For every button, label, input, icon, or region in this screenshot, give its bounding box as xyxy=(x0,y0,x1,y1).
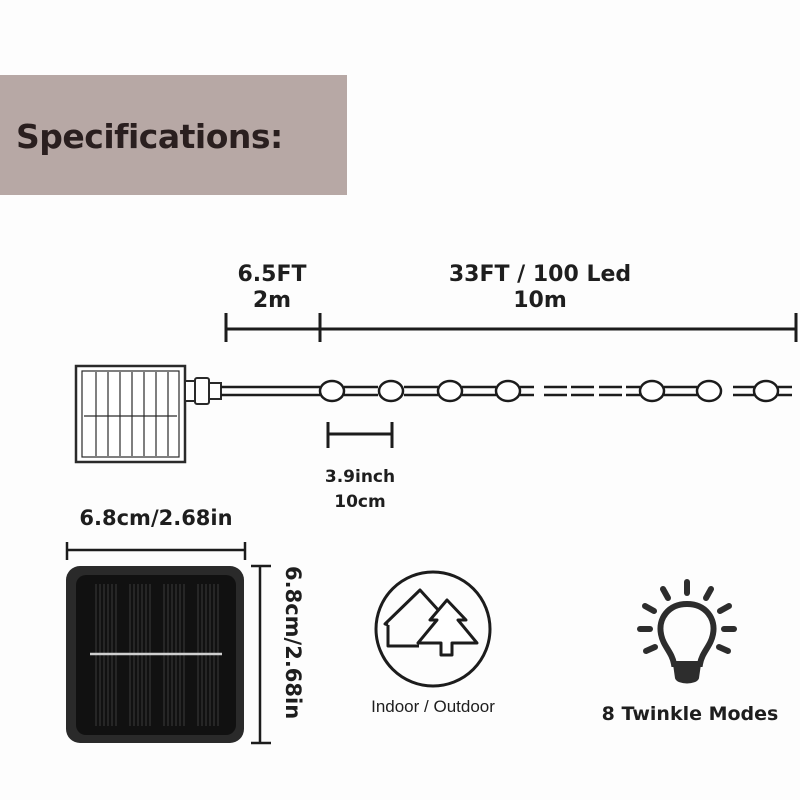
led-bulb-icon xyxy=(695,379,723,403)
led-spacing-cm: 10cm xyxy=(334,492,386,512)
led-string-wire xyxy=(221,385,792,397)
led-bulb-icon xyxy=(436,379,464,403)
led-spacing-label: 3.9inch 10cm xyxy=(305,465,415,515)
lead-wire-length-label: 6.5FT 2m xyxy=(222,262,322,314)
led-bulb-icon xyxy=(377,379,405,403)
led-bulb-icon xyxy=(494,379,522,403)
led-bulb-icon xyxy=(752,379,780,403)
string-length-m: 10m xyxy=(513,288,567,313)
twinkle-modes-caption: 8 Twinkle Modes xyxy=(601,703,779,725)
panel-width-dimension-line xyxy=(65,542,247,560)
string-length-ft: 33FT / 100 Led xyxy=(448,262,632,287)
solar-panel-photo xyxy=(66,566,244,743)
length-dimension-line xyxy=(224,313,798,342)
panel-height-dimension-line xyxy=(251,564,271,745)
specifications-banner xyxy=(0,75,347,195)
string-length-label: 33FT / 100 Led 10m xyxy=(380,262,700,314)
lead-wire-length-m: 2m xyxy=(252,288,292,313)
page-title: Specifications: xyxy=(16,117,283,156)
led-spacing-dimension-line xyxy=(326,422,394,448)
led-bulb-icon xyxy=(638,379,666,403)
panel-width-label: 6.8cm/2.68in xyxy=(79,506,233,530)
indoor-outdoor-icon xyxy=(374,570,492,688)
led-bulbs xyxy=(318,379,780,403)
solar-panel-outline-icon xyxy=(74,364,187,464)
lead-wire-length-ft: 6.5FT xyxy=(237,262,307,287)
indoor-outdoor-caption: Indoor / Outdoor xyxy=(371,697,495,716)
light-bulb-icon xyxy=(637,579,737,684)
led-bulb-icon xyxy=(318,379,346,403)
cable-connector-icon xyxy=(184,377,222,405)
panel-height-label: 6.8cm/2.68in xyxy=(281,566,305,720)
led-spacing-inches: 3.9inch xyxy=(324,467,396,487)
